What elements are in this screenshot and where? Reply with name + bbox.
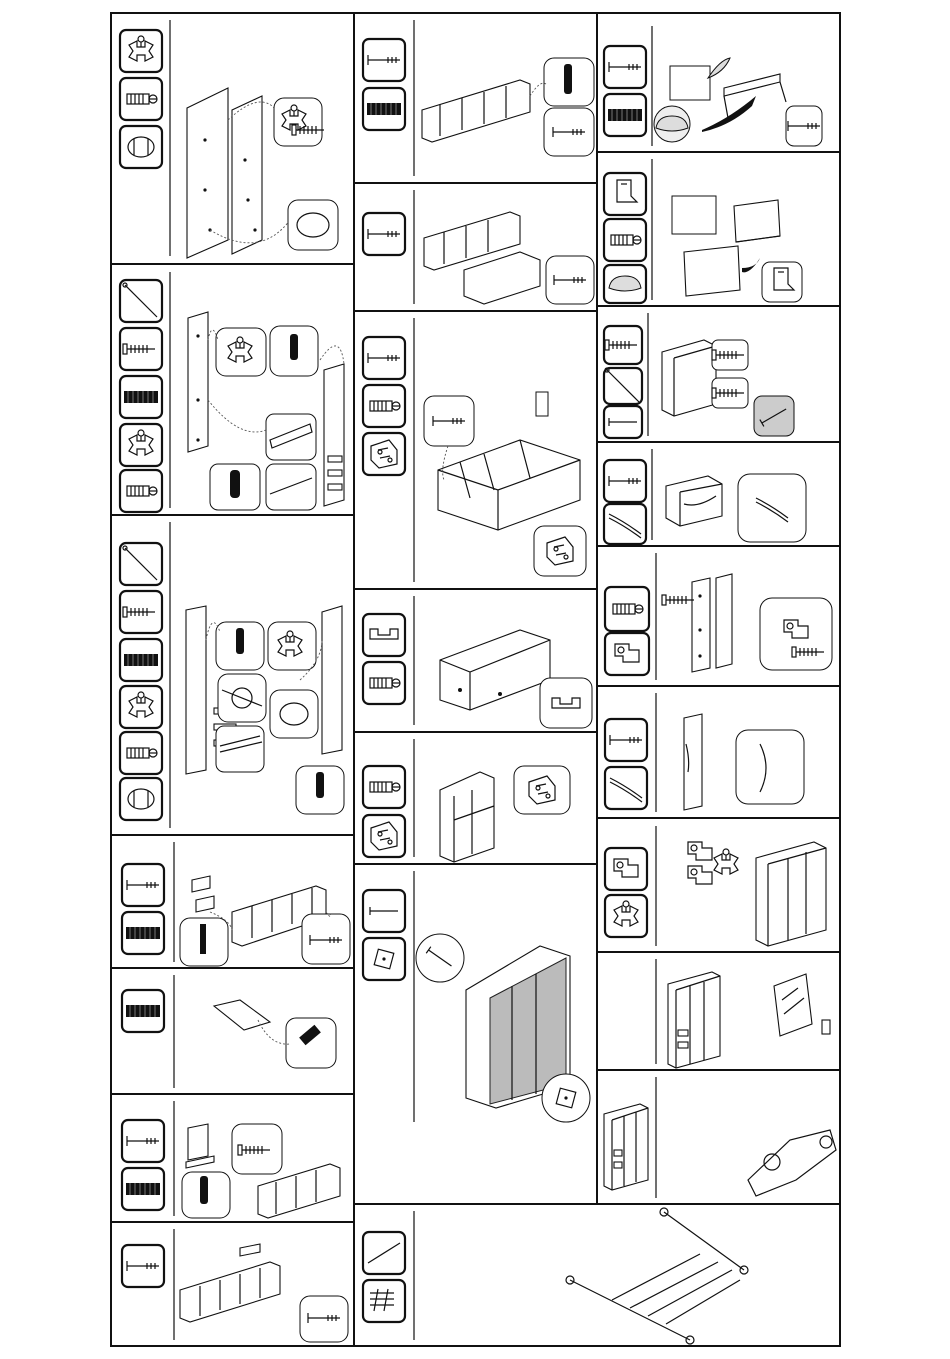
dowel-icon [126, 927, 160, 939]
part-tile [605, 848, 647, 890]
dowel-icon [126, 1183, 160, 1195]
dowel-icon [126, 1005, 160, 1017]
hinge-icon [688, 866, 712, 884]
part-tile [363, 1280, 405, 1322]
part-tile [604, 504, 646, 544]
dowel-icon [608, 109, 642, 121]
part-tile [120, 126, 162, 168]
part-tile [363, 815, 405, 857]
hinge-icon [688, 842, 712, 860]
screw-icon [662, 595, 694, 605]
dowel-icon [367, 103, 401, 115]
cam-lock-fitting-icon [714, 849, 738, 874]
part-tile [605, 767, 647, 809]
dowel-icon [124, 391, 158, 403]
part-tile [605, 633, 649, 675]
part-tile [120, 778, 162, 820]
part-tile [604, 173, 646, 215]
part-tile [363, 433, 405, 475]
dowel-icon [124, 654, 158, 666]
